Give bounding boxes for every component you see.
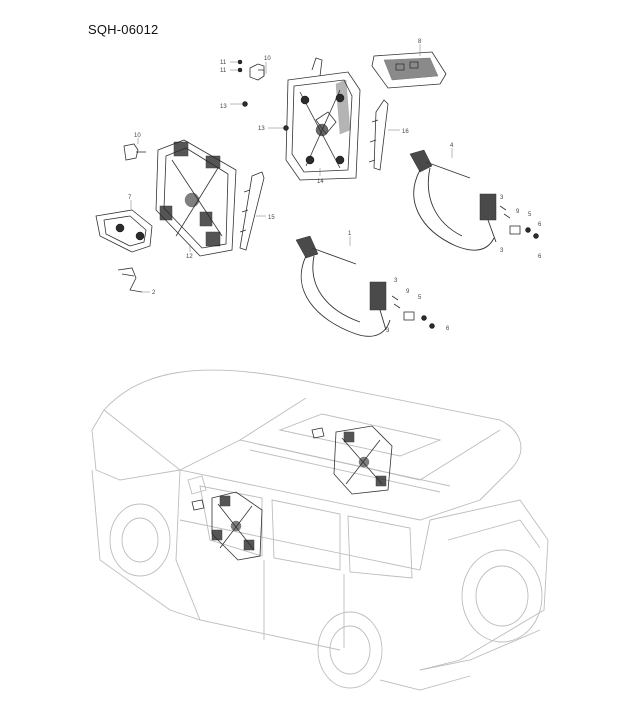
callout-10: 10 xyxy=(264,56,271,62)
wiring-harness-clip xyxy=(117,267,150,293)
callout-9: 9 xyxy=(406,289,410,295)
callout-2: 2 xyxy=(152,290,156,296)
callout-13: 13 xyxy=(258,126,265,132)
vehicle-outline xyxy=(91,369,549,691)
callout-6: 6 xyxy=(538,254,542,260)
callout-7: 7 xyxy=(128,195,132,201)
fastener-group-top xyxy=(230,59,289,131)
rear-cable-regulator xyxy=(409,148,539,251)
callout-13: 13 xyxy=(220,104,227,110)
callout-3: 3 xyxy=(386,328,390,334)
callout-11: 11 xyxy=(220,68,227,74)
callout-4: 4 xyxy=(450,143,454,149)
installed-rear-regulator xyxy=(311,425,393,495)
installed-front-regulator xyxy=(191,491,263,561)
callout-5: 5 xyxy=(418,295,422,301)
callout-9: 9 xyxy=(516,209,520,215)
window-regulator-motor xyxy=(95,200,153,253)
rear-glass-guide-rail xyxy=(368,99,400,171)
callout-labels: 11 11 10 13 13 14 16 8 10 7 12 15 2 4 3 … xyxy=(128,39,542,334)
callout-6: 6 xyxy=(446,326,450,332)
callout-8: 8 xyxy=(418,39,422,45)
callout-12: 12 xyxy=(186,254,193,260)
callout-16: 16 xyxy=(402,129,409,135)
diagram-code: SQH-06012 xyxy=(88,22,159,37)
callout-5: 5 xyxy=(528,212,532,218)
front-glass-guide-rail xyxy=(239,171,266,251)
callout-11: 11 xyxy=(220,60,227,66)
callout-15: 15 xyxy=(268,215,275,221)
callout-6: 6 xyxy=(538,222,542,228)
callout-1: 1 xyxy=(348,231,352,237)
front-window-regulator-panel xyxy=(155,139,237,257)
callout-3: 3 xyxy=(500,195,504,201)
callout-3: 3 xyxy=(394,278,398,284)
callout-3: 3 xyxy=(500,248,504,254)
callout-14: 14 xyxy=(317,179,324,185)
front-stop-bracket xyxy=(123,138,146,161)
rear-window-regulator-panel xyxy=(285,57,361,181)
callout-10: 10 xyxy=(134,133,141,139)
front-cable-regulator xyxy=(295,235,435,337)
door-switch-assembly xyxy=(371,44,447,89)
